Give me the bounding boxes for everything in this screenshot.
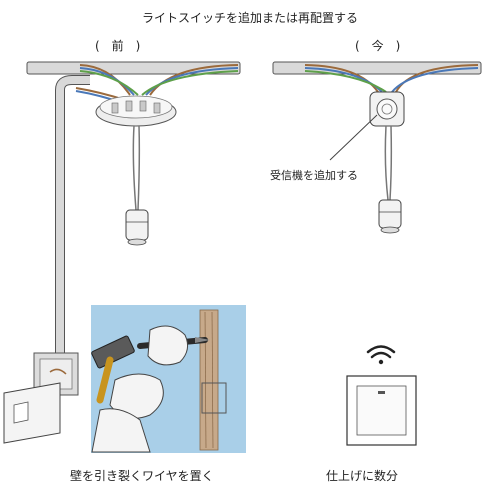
- page-title: ライトスイッチを追加または再配置する: [141, 11, 358, 25]
- gloved-hands: [91, 325, 189, 453]
- receiver-callout-line: [329, 114, 378, 161]
- wifi-icon: [366, 345, 396, 365]
- receiver-callout-label: 受信機を追加する: [270, 169, 358, 182]
- pendant-lamp-icon: [125, 125, 149, 246]
- left-caption: 壁を引き裂くワイヤを置く: [70, 469, 214, 483]
- ceiling-rose-icon: [95, 95, 177, 127]
- after-pendant-lamp-icon: [378, 125, 402, 234]
- wall-switch-icon: [3, 382, 61, 444]
- before-panel-label: ( 前 ): [95, 39, 141, 53]
- after-ceiling-conduit: [272, 61, 482, 75]
- hammer-icon: [91, 335, 135, 404]
- receiver-box-icon: [369, 91, 405, 127]
- after-wires: [304, 64, 479, 93]
- after-panel-label: ( 今 ): [355, 39, 401, 53]
- right-caption: 仕上げに数分: [326, 469, 399, 483]
- before-wires: [75, 64, 239, 105]
- wireless-switch-icon: [346, 375, 417, 446]
- vertical-conduit: [55, 75, 90, 370]
